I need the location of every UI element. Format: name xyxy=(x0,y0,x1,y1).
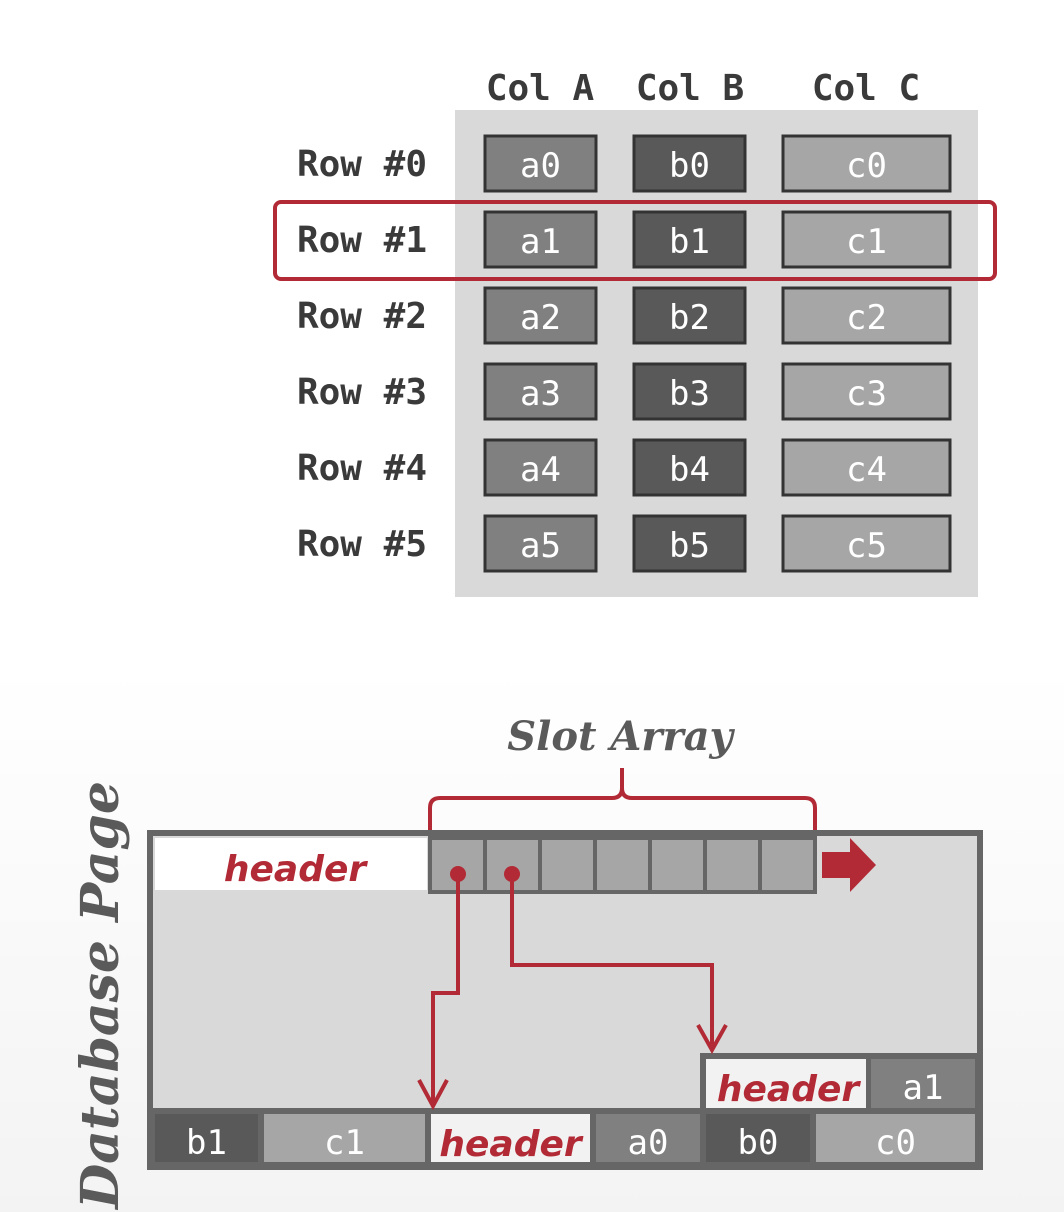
table-cell-label: c3 xyxy=(846,374,887,414)
tuple-1-cell-a1 xyxy=(871,1059,975,1108)
table-cell-label: a1 xyxy=(520,222,561,262)
bottom-row-cell xyxy=(816,1114,975,1162)
row-label: Row #5 xyxy=(297,524,427,565)
slot xyxy=(648,836,707,894)
bottom-row-cell-label: b1 xyxy=(186,1123,227,1163)
row-label: Row #3 xyxy=(297,372,427,413)
table-cell xyxy=(483,134,598,193)
table-cell xyxy=(781,362,952,421)
table-cell xyxy=(781,286,952,345)
table-row: Row #1 a1 b1 c1 xyxy=(297,210,952,269)
table-cell-label: c0 xyxy=(846,146,887,186)
table-cell-label: a2 xyxy=(520,298,561,338)
slot-1-dot xyxy=(504,866,520,882)
table-cell xyxy=(483,286,598,345)
table-row: Row #4 a4 b4 c4 xyxy=(297,438,952,497)
table-row: Row #5 a5 b5 c5 xyxy=(297,514,952,573)
bottom-row-cell-label: c0 xyxy=(875,1123,916,1163)
table-cell-label: a5 xyxy=(520,526,561,566)
bottom-row-cell xyxy=(596,1114,700,1162)
table-cell-label: b4 xyxy=(669,450,710,490)
tuple-0-header-label: header xyxy=(439,1124,584,1165)
bottom-row-cell xyxy=(155,1114,258,1162)
column-header-c: Col C xyxy=(812,68,920,109)
table-row: Row #2 a2 b2 c2 xyxy=(297,286,952,345)
table-cell xyxy=(781,514,952,573)
bottom-row-cell xyxy=(264,1114,425,1162)
bottom-row-cell-label: a0 xyxy=(628,1123,669,1163)
bottom-row-cell-label: b0 xyxy=(738,1123,779,1163)
table-cell xyxy=(632,286,747,345)
slot xyxy=(593,836,652,894)
row-label: Row #4 xyxy=(297,448,427,489)
table-cell xyxy=(632,134,747,193)
table-cell xyxy=(483,514,598,573)
table-cell xyxy=(483,438,598,497)
highlighted-row-box xyxy=(273,200,997,281)
table-cell xyxy=(632,438,747,497)
slot-1-arrowhead-icon xyxy=(696,1024,728,1055)
table-cell xyxy=(632,514,747,573)
slot-0-arrowhead-icon xyxy=(417,1079,449,1111)
table-row: Row #0 a0 b0 c0 xyxy=(297,134,952,193)
tuple-1-header-label: header xyxy=(717,1069,862,1110)
slot-0-dot xyxy=(450,866,466,882)
slot xyxy=(703,836,762,894)
table-cell-label: c5 xyxy=(846,526,887,566)
table-cell xyxy=(632,362,747,421)
database-page-label: Database Page xyxy=(70,781,131,1211)
table-cell xyxy=(483,362,598,421)
column-header-a: Col A xyxy=(486,68,595,109)
table-cell-label: a4 xyxy=(520,450,561,490)
table-cell-label: b3 xyxy=(669,374,710,414)
slot-1-pointer xyxy=(510,873,714,1050)
slot-0-pointer xyxy=(431,873,460,1106)
column-header-b: Col B xyxy=(636,68,744,109)
row-label: Row #1 xyxy=(297,220,427,261)
slot-array-label: Slot Array xyxy=(507,713,735,760)
database-page-diagram: Slot Array Database Page header header a… xyxy=(70,713,983,1211)
bottom-row-cell xyxy=(431,1114,590,1162)
table-cell-label: b5 xyxy=(669,526,710,566)
table-cell-label: c4 xyxy=(846,450,887,490)
table-cell xyxy=(781,134,952,193)
table-cell-label: b1 xyxy=(669,222,710,262)
slot xyxy=(758,836,817,894)
table-cell-label: a3 xyxy=(520,374,561,414)
table-cell xyxy=(781,210,952,269)
page-header xyxy=(155,838,427,890)
table-cell-label: c1 xyxy=(846,222,887,262)
row-label: Row #2 xyxy=(297,296,427,337)
slot-array-brace xyxy=(428,768,817,830)
table-cell xyxy=(483,210,598,269)
bottom-row-cell-label: c1 xyxy=(324,1123,365,1163)
row-label: Row #0 xyxy=(297,144,427,185)
table-row: Row #3 a3 b3 c3 xyxy=(297,362,952,421)
slot-growth-arrow-icon xyxy=(822,838,876,892)
table-cell xyxy=(781,438,952,497)
table-cell-label: b2 xyxy=(669,298,710,338)
slot xyxy=(538,836,597,894)
table-cell-label: a0 xyxy=(520,146,561,186)
bottom-row-cell xyxy=(706,1114,810,1162)
table-cell xyxy=(632,210,747,269)
tuple-1-cell-a1-label: a1 xyxy=(903,1068,944,1108)
tuple-1-header xyxy=(706,1059,866,1108)
table-cell-label: c2 xyxy=(846,298,887,338)
table-cell-label: b0 xyxy=(669,146,710,186)
page-header-label: header xyxy=(224,849,369,890)
